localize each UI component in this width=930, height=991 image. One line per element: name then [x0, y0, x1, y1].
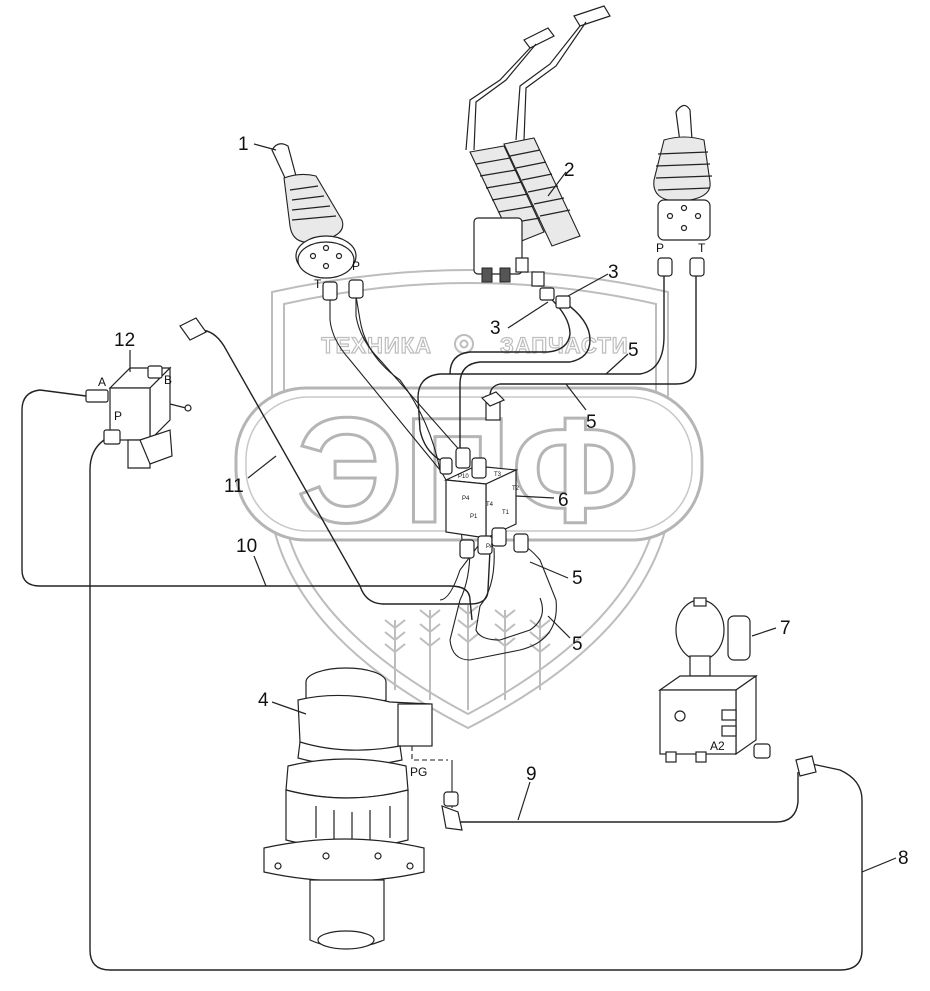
- fittings-3: [480, 287, 571, 421]
- valve12-a-label: A: [98, 375, 106, 389]
- control-block-6: P10 P4 T4 T3 P1 T1 T2 PA: [439, 447, 529, 559]
- callout-6: 6: [558, 490, 569, 511]
- right-joystick: P T: [653, 104, 713, 277]
- callout-9: 9: [526, 764, 537, 785]
- pedal-assembly: [465, 5, 611, 287]
- block-t4-label: T4: [486, 502, 494, 508]
- callout-11: 11: [224, 476, 244, 497]
- right-joystick-p-label: P: [656, 241, 664, 255]
- accumulator-unit-7: A2: [658, 597, 817, 777]
- callout-3b: 3: [490, 318, 501, 339]
- block-p1-label: P1: [470, 514, 478, 520]
- callout-7: 7: [780, 618, 791, 639]
- slewing-motor-4: PG: [263, 667, 463, 950]
- block-p4-label: P4: [462, 496, 470, 502]
- gear-icon: [454, 334, 474, 354]
- leader-lines: [129, 143, 897, 873]
- callout-5d: 5: [572, 634, 583, 655]
- valve-12: A B P: [85, 317, 207, 469]
- callout-numbers: 1 2 3 3 4 5 5 5 5 6 7 8 9 10 11 12: [114, 134, 909, 869]
- watermark-company-left: ТЕХНИКА: [321, 333, 432, 358]
- left-joystick-p-label: P: [352, 259, 360, 273]
- block-t1-label: T1: [502, 510, 510, 516]
- right-joystick-t-label: T: [698, 241, 706, 255]
- callout-12: 12: [114, 330, 135, 351]
- block-t3-label: T3: [494, 472, 502, 478]
- callout-1: 1: [238, 134, 249, 155]
- callout-8: 8: [898, 848, 909, 869]
- block-t2-label: T2: [512, 486, 520, 492]
- callout-5b: 5: [586, 412, 597, 433]
- callout-3a: 3: [608, 262, 619, 283]
- callout-5c: 5: [572, 568, 583, 589]
- block-pa-label: PA: [486, 544, 494, 550]
- left-joystick-t-label: T: [314, 277, 322, 291]
- left-joystick: T P: [271, 143, 364, 301]
- callout-4: 4: [258, 690, 269, 711]
- valve12-b-label: B: [164, 373, 172, 387]
- callout-2: 2: [564, 160, 575, 181]
- accumulator-a2-label: A2: [710, 739, 725, 753]
- callout-5a: 5: [628, 340, 639, 361]
- valve12-p-label: P: [114, 409, 122, 423]
- callout-10: 10: [236, 536, 257, 557]
- block-p10-label: P10: [458, 474, 469, 480]
- motor-pg-label: PG: [410, 765, 427, 779]
- wheat-emblem: [384, 605, 551, 710]
- hose-lines: [21, 276, 863, 971]
